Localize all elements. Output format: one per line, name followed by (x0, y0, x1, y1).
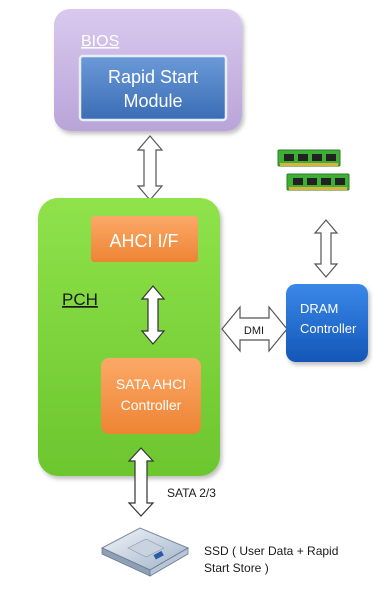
rapid-start-module-line1: Rapid Start (108, 67, 198, 87)
ssd-caption-line2: Start Store ) (204, 561, 269, 575)
rapid-start-module-block: Rapid Start Module (78, 54, 228, 122)
memory-dram-arrow (313, 219, 339, 278)
sata-arrow (127, 447, 155, 517)
sata-ahci-controller-line2: Controller (121, 397, 182, 413)
sata-label: SATA 2/3 (167, 486, 216, 500)
ssd-caption-line1: SSD ( User Data + Rapid (204, 544, 338, 558)
sata-ahci-controller-block: SATA AHCI Controller (101, 358, 201, 434)
ahci-if-block: AHCI I/F (91, 216, 198, 262)
dram-controller-line1: DRAM (300, 301, 338, 316)
bios-label: BIOS (81, 33, 119, 50)
dram-controller-block: DRAM Controller (286, 284, 368, 362)
memory-module-icon (277, 149, 350, 191)
dram-controller-line2: Controller (300, 321, 357, 336)
ahci-sata-arrow (140, 285, 166, 345)
bios-pch-arrow (136, 135, 164, 201)
ahci-if-label: AHCI I/F (109, 231, 178, 251)
ssd-drive-icon (100, 527, 190, 577)
rapid-start-module-line2: Module (123, 91, 182, 111)
sata-ahci-controller-line1: SATA AHCI (116, 376, 186, 392)
dmi-label: DMI (244, 325, 264, 337)
pch-label: PCH (62, 290, 98, 309)
dmi-arrow: DMI (221, 305, 288, 353)
